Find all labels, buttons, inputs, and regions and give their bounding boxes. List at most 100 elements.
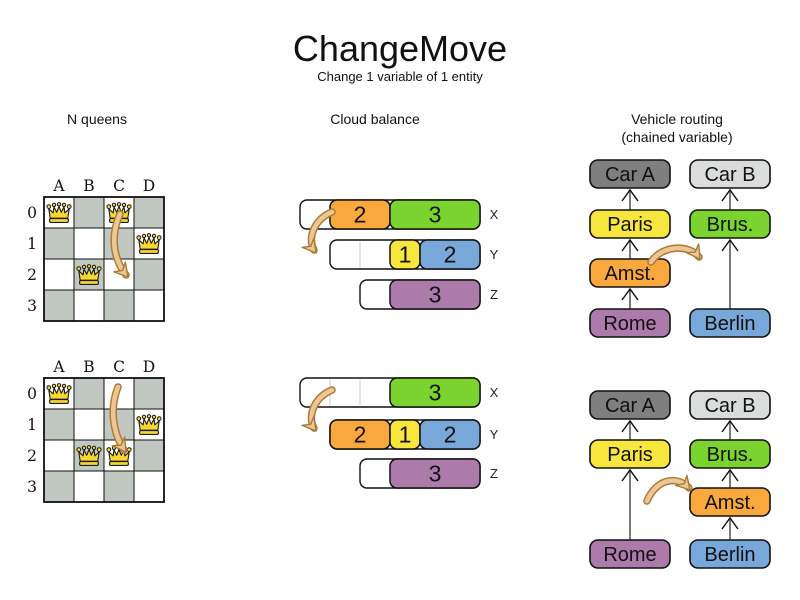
node-label: Brus. [707,444,754,466]
node-label: Paris [607,444,653,466]
row-label: 3 [27,478,37,496]
queen-crown-base [49,218,69,223]
column-label: C [113,177,125,195]
node-label: Car B [704,164,755,186]
node-box-rome [589,539,671,569]
move-arrow-head [301,237,317,254]
queen-crown-body [78,448,100,462]
board-cell [43,258,75,291]
board-cell [73,227,105,260]
process-block [389,377,481,408]
row-label: 1 [27,235,37,253]
board-cell [73,470,105,503]
board-cell [133,258,165,291]
queen-crown-ball [81,445,87,451]
computer-label: Z [490,466,498,481]
queen-crown-ball [61,383,67,389]
queen-crown-ball [56,202,62,207]
computer-label: Y [490,427,499,442]
process-size-label: 1 [399,422,412,448]
section-header-vehicle: Vehicle routing (chained variable) [595,110,759,146]
computer-label: Y [490,247,499,262]
queen-crown-ball [126,447,132,452]
queen-crown-ball [91,264,97,270]
section-header-vehicle-line2: (chained variable) [621,129,733,145]
move-arrow-head [675,474,691,491]
queen-crown-ball [86,264,92,269]
section-header-cloud: Cloud balance [330,111,420,127]
queen-crown-ball [66,204,72,209]
row-label: 2 [27,447,37,465]
queen-crown-ball [151,233,157,239]
queen-crown-ball [126,204,132,209]
chain-arrowhead [721,188,739,202]
process-block [389,279,481,310]
queen-crown-ball [96,447,102,452]
chain-arrowhead [721,516,739,530]
queen-crown-ball [106,447,112,452]
process-block [389,199,481,230]
computer-label: X [490,207,499,222]
queen-crown-ball [136,416,142,421]
column-label: B [83,177,94,195]
column-label: D [143,177,155,195]
process-size-label: 2 [354,422,367,448]
queen-icon [136,233,162,254]
queen-crown-ball [146,233,152,238]
queen-crown-ball [141,414,147,420]
node-label: Car A [605,395,656,417]
node-label: Brus. [707,214,754,236]
queen-crown-base [109,461,129,466]
board-cell [73,377,105,410]
board-cell [133,196,165,229]
queen-crown-base [49,399,69,404]
node-box-berlin [689,539,771,569]
move-arrow-head [685,243,701,260]
board-cell [133,377,165,410]
queen-crown-body [48,205,70,219]
queen-crown-ball [136,235,142,240]
page-subtitle: Change 1 variable of 1 entity [317,69,483,84]
queen-crown-body [48,386,70,400]
node-label: Amst. [604,263,655,285]
queen-crown-base [79,280,99,285]
node-box-cara [589,390,671,420]
column-label: C [113,358,125,376]
board-outline [43,377,165,503]
process-block [419,239,481,270]
row-label: 0 [27,385,37,403]
board-cell [43,227,75,260]
node-label: Rome [603,544,656,566]
process-size-label: 1 [399,242,412,268]
queen-crown-ball [111,202,117,208]
queen-crown-base [139,249,159,254]
board-cell [43,408,75,441]
node-label: Car B [704,395,755,417]
node-box-paris [589,439,671,469]
queen-icon [46,202,72,223]
board-cell [73,196,105,229]
chain-arrowhead [621,287,639,301]
node-box-amst [589,258,671,288]
queen-crown-ball [56,383,62,388]
page-title: ChangeMove [292,28,508,69]
process-block [419,419,481,450]
queen-crown-ball [121,202,127,208]
move-arrow-head [111,436,127,453]
node-label: Paris [607,214,653,236]
queen-crown-ball [151,414,157,420]
queen-crown-ball [106,204,112,209]
board-cell [133,470,165,503]
queen-crown-ball [51,202,57,208]
section-header-nqueens: N queens [67,111,127,127]
node-label: Rome [603,313,656,335]
node-box-brus [689,439,771,469]
process-size-label: 3 [429,461,442,487]
queen-crown-base [139,430,159,435]
node-box-paris [589,209,671,239]
column-label: D [143,358,155,376]
process-size-label: 2 [354,202,367,228]
